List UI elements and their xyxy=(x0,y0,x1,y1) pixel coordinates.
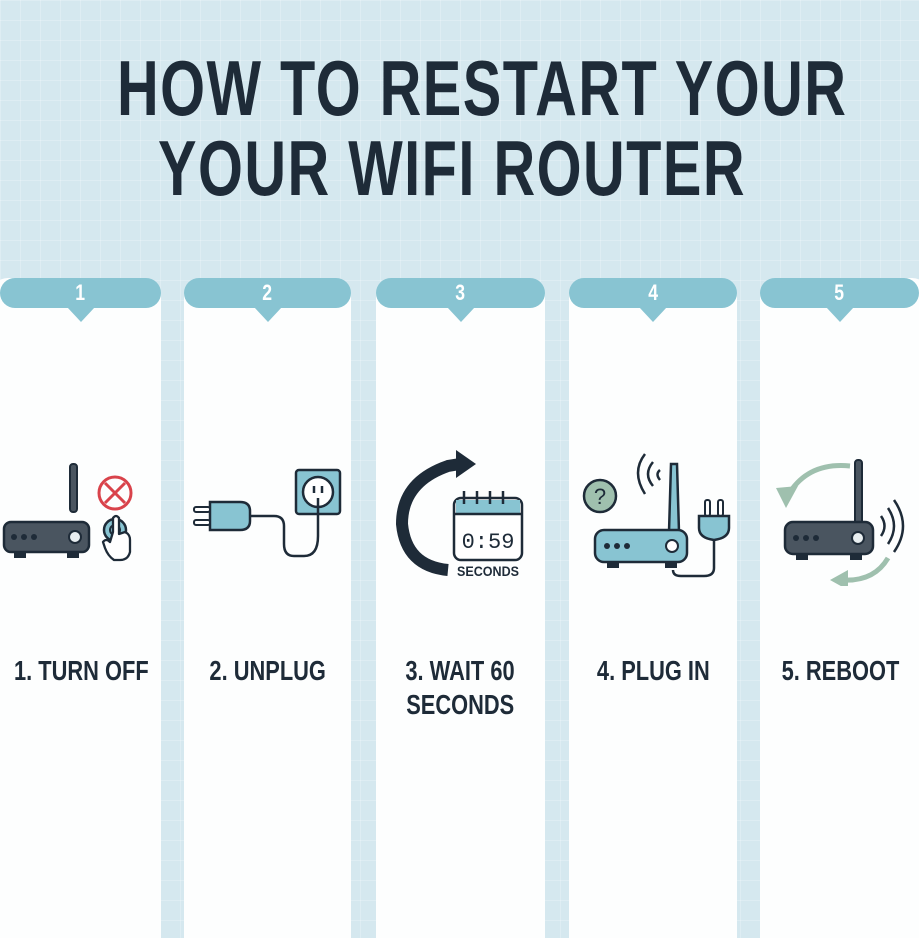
step-label-line-1: 3. WAIT 60 xyxy=(405,655,516,686)
question-badge: ? xyxy=(594,484,606,509)
step-label-line-1: 5. REBOOT xyxy=(781,655,899,686)
plug-in-router-icon: ? xyxy=(569,448,737,588)
step-number-tab: 4 xyxy=(569,278,737,322)
step-number-tab: 5 xyxy=(760,278,919,322)
router-power-off-icon xyxy=(0,448,161,588)
title-line-1: HOW TO RESTART YOUR xyxy=(117,44,848,132)
step-label-line-1: 1. TURN OFF xyxy=(13,655,149,686)
step-card-3: 3 0:59 SECONDS 3. WAIT 60 SECONDS xyxy=(376,278,545,938)
timer-caption: SECONDS xyxy=(457,563,519,579)
step-label: 2. UNPLUG xyxy=(184,654,351,688)
step-number: 4 xyxy=(648,280,658,305)
unplug-icon xyxy=(184,448,351,588)
step-label: 5. REBOOT xyxy=(755,654,919,688)
step-label-line-2: SECONDS xyxy=(406,689,515,720)
step-number: 2 xyxy=(262,280,273,305)
title-line-2: YOUR WIFI ROUTER xyxy=(158,124,747,212)
step-label: 3. WAIT 60 SECONDS xyxy=(376,654,545,722)
step-number: 1 xyxy=(75,280,86,305)
step-number-tab: 3 xyxy=(376,278,545,322)
step-label-line-1: 4. PLUG IN xyxy=(596,655,710,686)
step-label: 4. PLUG IN xyxy=(569,654,737,688)
step-card-1: 1 1. TURN OFF xyxy=(0,278,161,938)
timer-value: 0:59 xyxy=(462,530,515,555)
step-number-tab: 1 xyxy=(0,278,161,322)
step-card-2: 2 2. UNPLUG xyxy=(184,278,351,938)
step-number: 5 xyxy=(834,280,845,305)
reboot-router-icon xyxy=(760,448,919,588)
timer-icon: 0:59 SECONDS xyxy=(376,448,545,588)
step-number-tab: 2 xyxy=(184,278,351,322)
step-label-line-1: 2. UNPLUG xyxy=(209,655,326,686)
step-number: 3 xyxy=(455,280,466,305)
step-card-4: 4 ? 4. PLUG IN xyxy=(569,278,737,938)
step-card-5: 5 5. REBOOT xyxy=(760,278,919,938)
step-label: 1. TURN OFF xyxy=(0,654,166,688)
